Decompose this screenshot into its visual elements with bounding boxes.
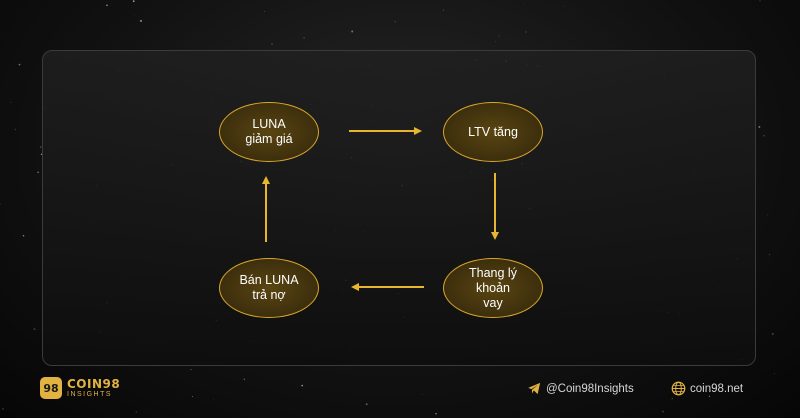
star [759,0,761,2]
logo-subtitle: INSIGHTS [67,390,113,398]
coin98-logo[interactable]: 98 COIN98 INSIGHTS [40,377,120,399]
star [498,35,500,37]
star [763,135,765,137]
logo-name: COIN98 [67,376,121,391]
website-url: coin98.net [690,382,744,395]
star [671,398,673,400]
logo-badge: 98 [40,377,62,399]
star [106,4,108,7]
star [708,395,711,397]
node-sell-luna-repay: Bán LUNA trả nợ [219,258,319,318]
star [303,37,305,39]
star [190,368,192,371]
globe-icon [671,381,686,396]
star [365,403,368,406]
star [18,63,21,66]
star [37,171,39,174]
star [40,146,42,148]
star [132,0,135,3]
website-link[interactable]: coin98.net [671,381,743,396]
star [10,102,12,103]
star [435,413,437,415]
star [563,5,564,7]
star [191,396,193,398]
star [61,367,63,369]
node-ltv-increase: LTV tăng [443,102,543,162]
star [14,128,17,131]
star [264,11,265,12]
star [443,9,445,11]
telegram-icon [528,382,541,395]
star [271,43,273,45]
star [33,328,36,331]
star [22,234,25,237]
star [771,332,774,335]
star [2,408,4,410]
star [525,31,527,33]
star [768,254,770,256]
star [495,41,497,42]
node-luna-price-drop: LUNA giảm giá [219,102,319,162]
star [135,411,137,413]
diagram-panel [42,50,756,366]
star [213,399,214,401]
star [134,15,136,16]
star [422,393,423,395]
star [767,214,768,216]
node-loan-liquidation: Thang lý khoản vay [443,258,543,318]
star [243,378,246,381]
star [40,153,43,155]
star [0,202,1,205]
star [351,30,354,33]
telegram-handle: @Coin98Insights [546,382,634,395]
star [523,2,524,4]
star [394,21,396,23]
star [758,125,761,128]
star [774,373,775,374]
star [140,19,142,22]
star [662,410,664,413]
telegram-link[interactable]: @Coin98Insights [527,381,634,396]
star [301,384,304,387]
